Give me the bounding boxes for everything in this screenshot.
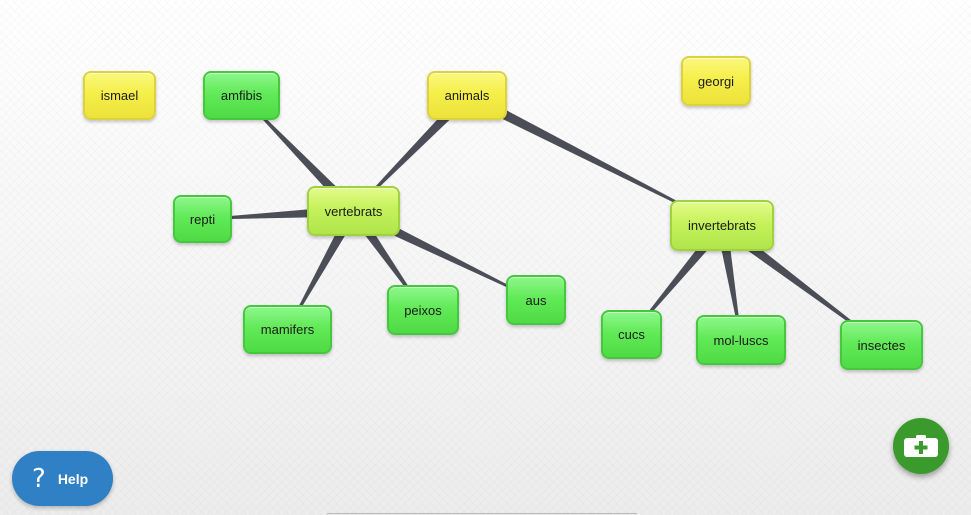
- node-label: repti: [189, 211, 216, 227]
- node-insectes[interactable]: insectes: [840, 320, 923, 370]
- node-label: insectes: [857, 337, 906, 353]
- node-mamifers[interactable]: mamifers: [243, 305, 332, 354]
- node-label: amfibis: [220, 88, 263, 103]
- question-mark-icon: ?: [32, 463, 46, 494]
- node-label: animals: [444, 88, 490, 103]
- node-ismael[interactable]: ismael: [83, 71, 156, 120]
- node-cucs[interactable]: cucs: [601, 310, 662, 359]
- node-animals[interactable]: animals: [427, 71, 507, 120]
- node-label: invertebrats: [688, 218, 756, 233]
- node-peixos[interactable]: peixos: [387, 285, 459, 335]
- medical-kit-plus-icon: [904, 435, 938, 457]
- node-georgi[interactable]: georgi: [681, 56, 751, 106]
- node-invertebrats[interactable]: invertebrats: [670, 200, 774, 251]
- help-button[interactable]: ? Help: [12, 451, 113, 506]
- node-label: mamifers: [260, 322, 315, 337]
- node-mol-luscs[interactable]: mol-luscs: [696, 315, 786, 365]
- node-label: ismael: [100, 88, 139, 103]
- help-label: Help: [57, 470, 89, 487]
- node-label: aus: [525, 292, 547, 308]
- node-vertebrats[interactable]: vertebrats: [307, 186, 400, 236]
- node-label: vertebrats: [324, 203, 383, 219]
- add-node-button[interactable]: [893, 418, 949, 474]
- node-label: georgi: [697, 73, 735, 89]
- node-repti[interactable]: repti: [173, 195, 232, 243]
- bottom-divider: [327, 513, 637, 514]
- node-label: peixos: [404, 302, 442, 318]
- node-label: cucs: [618, 327, 645, 342]
- node-amfibis[interactable]: amfibis: [203, 71, 280, 120]
- node-label: mol-luscs: [713, 332, 769, 348]
- node-aus[interactable]: aus: [506, 275, 566, 325]
